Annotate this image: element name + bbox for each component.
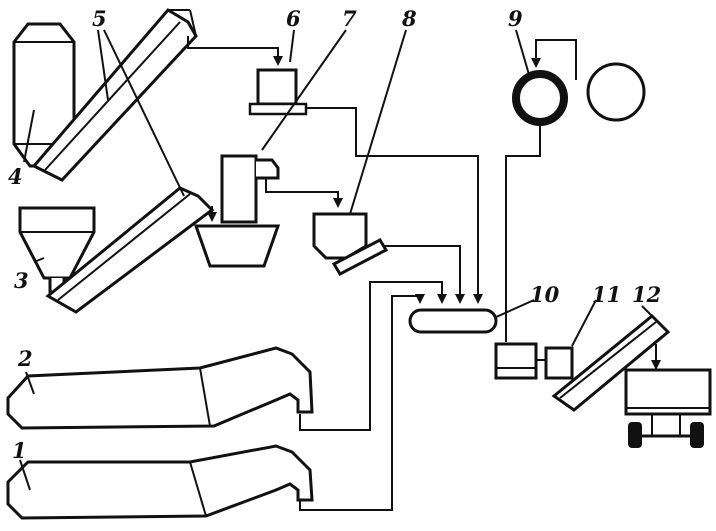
label-2: 2: [17, 346, 33, 371]
label-10: 10: [530, 282, 560, 307]
label-9: 9: [508, 6, 523, 31]
leader-lines: [19, 29, 653, 491]
label-7: 7: [342, 6, 357, 31]
label-12: 12: [632, 282, 661, 307]
label-5: 5: [92, 6, 107, 31]
upper-dryer: [6, 346, 314, 430]
lower-inclined-conveyor: [45, 186, 215, 314]
separator-unit: [494, 342, 574, 380]
loading-conveyor: [551, 313, 671, 412]
drum-pair: [512, 62, 646, 126]
crusher-unit: [193, 154, 281, 268]
label-4: 4: [8, 164, 23, 189]
truck: [624, 368, 712, 448]
label-11: 11: [592, 282, 621, 307]
collecting-conveyor: [408, 308, 498, 334]
label-3: 3: [14, 268, 29, 293]
label-8: 8: [401, 6, 417, 31]
mixer-hopper: [312, 212, 389, 276]
callout-labels: 5 6 7 8 9 4 3 10 11 12 2 1: [8, 6, 661, 463]
lower-dryer: [6, 444, 314, 520]
upper-inclined-conveyor: [31, 8, 198, 182]
connection-lines: [187, 36, 661, 511]
dosing-scale: [248, 68, 308, 116]
label-6: 6: [286, 6, 301, 31]
label-1: 1: [12, 438, 27, 463]
